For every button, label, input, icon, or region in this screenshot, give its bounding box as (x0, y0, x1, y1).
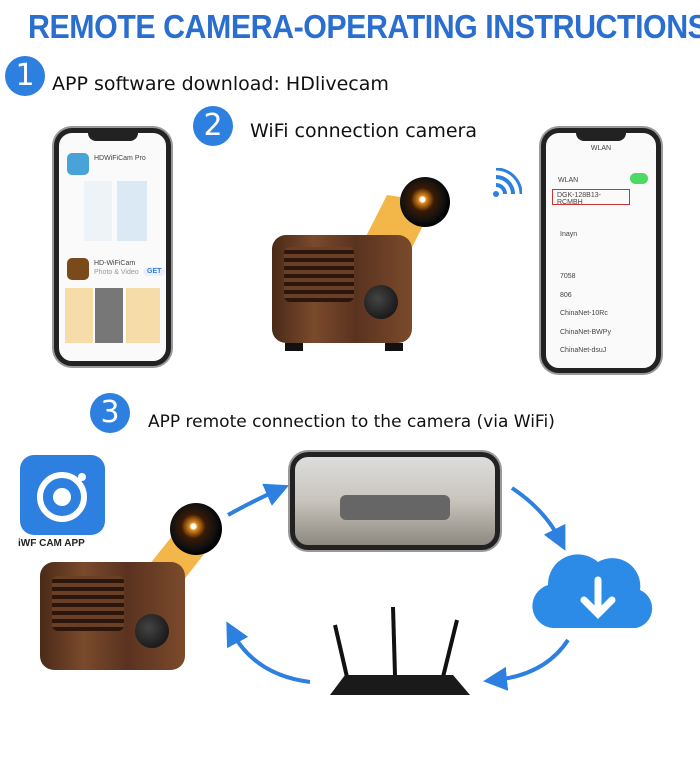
radio-camera (40, 562, 185, 670)
camera-lens-icon (400, 177, 450, 227)
live-view-phone (290, 452, 500, 550)
wlan-toggle[interactable] (630, 173, 648, 184)
phone-notch (576, 132, 626, 141)
cloud-download-icon (532, 554, 653, 628)
step-1-text: APP software download: HDlivecam (52, 73, 389, 95)
screenshot-thumb (126, 288, 160, 343)
sofa-image (340, 495, 450, 520)
connected-network[interactable]: DGK-128B13-RCMBH (552, 189, 630, 206)
app-icon-hd-wificam (67, 258, 89, 280)
app-store-phone: HDWiFiCam Pro HD-WiFiCam Photo & Video G… (54, 128, 171, 366)
app-name-2: HD-WiFiCam (94, 260, 136, 267)
knob (364, 285, 398, 319)
screenshot-thumb (95, 288, 123, 343)
wlan-header: WLAN (590, 145, 612, 152)
app-subtitle: Photo & Video (94, 269, 139, 276)
network-item[interactable]: 7058 (560, 273, 576, 280)
step-2-text: WiFi connection camera (250, 120, 477, 142)
phone-notch (87, 132, 138, 141)
wifi-icon (493, 168, 522, 197)
arrow-cloud-to-router (483, 638, 570, 691)
radio-foot (385, 343, 403, 351)
arrow-phone-to-cloud (510, 486, 566, 551)
network-item[interactable]: ChinaNet-dsuJ (560, 347, 607, 354)
router-icon (330, 606, 470, 695)
radio-camera (272, 235, 412, 343)
screenshot-thumb (65, 288, 93, 343)
step-3-badge: 3 (90, 393, 130, 433)
get-button[interactable]: GET (143, 267, 166, 276)
step-1-badge: 1 (5, 56, 45, 96)
screenshot-thumb (84, 181, 112, 241)
radio-foot (285, 343, 303, 351)
app-icon-label: iWF CAM APP (18, 538, 85, 549)
app-name-1: HDWiFiCam Pro (94, 155, 146, 162)
speaker-grill (52, 576, 124, 631)
step-3-text: APP remote connection to the camera (via… (148, 412, 555, 432)
page-title: REMOTE CAMERA-OPERATING INSTRUCTIONS (28, 8, 700, 45)
app-icon-hdwificam-pro (67, 153, 89, 175)
iwf-cam-app-icon (20, 455, 105, 535)
knob (135, 614, 169, 648)
network-item[interactable]: 806 (560, 292, 572, 299)
wlan-toggle-label: WLAN (558, 177, 579, 184)
arrow-camera-to-phone (227, 483, 290, 517)
camera-lens-icon (170, 503, 222, 555)
network-item[interactable]: ChinaNet-10Rc (560, 310, 608, 317)
step-2-badge: 2 (193, 106, 233, 146)
arrow-router-to-camera (226, 621, 311, 684)
wlan-phone: WLAN WLAN DGK-128B13-RCMBH Inayn 7058 80… (541, 128, 661, 373)
speaker-grill (284, 247, 354, 302)
network-item[interactable]: ChinaNet-BWPy (560, 329, 611, 336)
screenshot-thumb (117, 181, 147, 241)
camera-ring-icon (37, 472, 87, 522)
network-item[interactable]: Inayn (560, 231, 578, 238)
